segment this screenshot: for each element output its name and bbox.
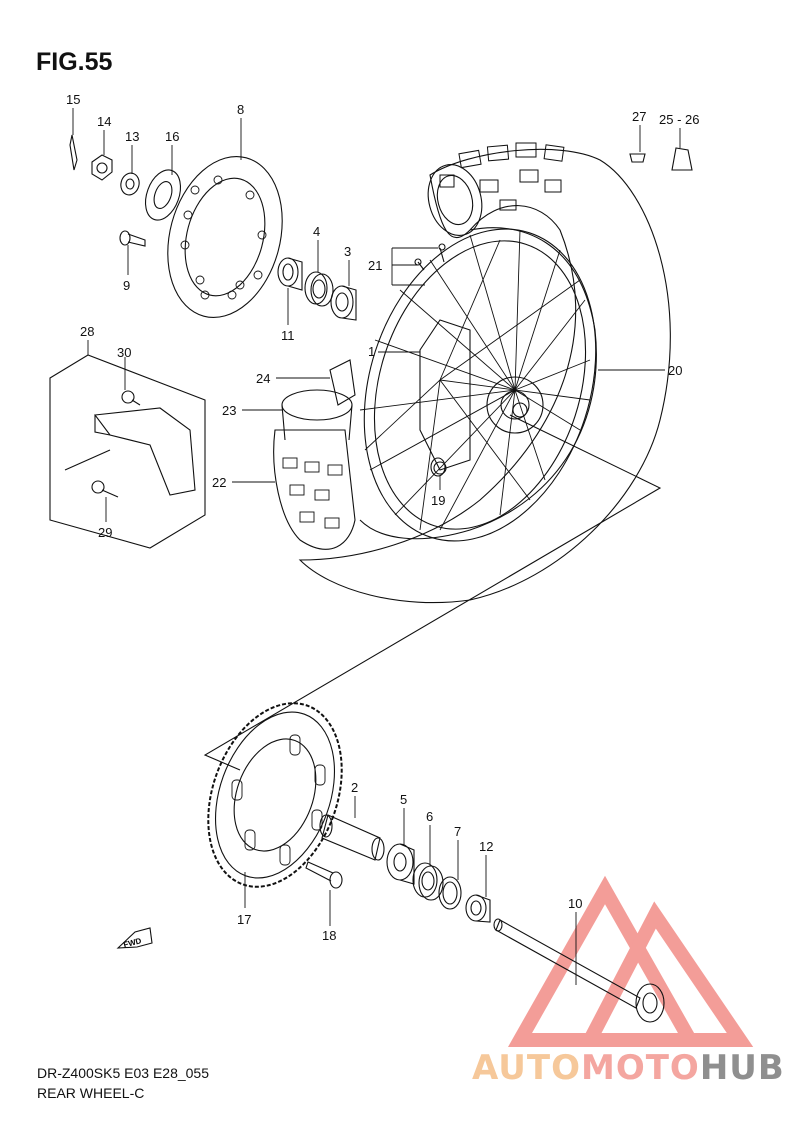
guide-line-29 xyxy=(64,449,111,471)
callout-16: 16 xyxy=(165,129,179,144)
watermark-logo-icon xyxy=(507,875,754,1047)
model-code: DR-Z400SK5 E03 E28_055 xyxy=(37,1065,209,1081)
fwd-arrow-icon xyxy=(116,927,153,949)
wheel-rim xyxy=(359,228,597,542)
explode-guide-line xyxy=(203,414,662,771)
axle-nut xyxy=(91,154,113,181)
tire-valve xyxy=(671,147,693,171)
rear-axle xyxy=(493,918,665,1023)
guard-bolt-upper xyxy=(121,390,141,406)
callout-22: 22 xyxy=(212,475,226,490)
brand-part-hub: HUB xyxy=(699,1048,785,1088)
callout-30: 30 xyxy=(117,345,131,360)
callout-7: 7 xyxy=(454,824,461,839)
watermark-brand: AUTOMOTOHUB xyxy=(472,1048,785,1088)
right-seal xyxy=(412,862,444,901)
leader-lines xyxy=(72,108,681,985)
callout-6: 6 xyxy=(426,809,433,824)
bearing xyxy=(330,285,357,321)
center-spacer xyxy=(319,814,385,861)
washer xyxy=(120,172,140,196)
callout-10: 10 xyxy=(568,896,582,911)
valve-cap xyxy=(629,153,646,163)
spokes xyxy=(359,229,591,531)
callout-23: 23 xyxy=(222,403,236,418)
callout-3: 3 xyxy=(344,244,351,259)
callout-20: 20 xyxy=(668,363,682,378)
oil-seal xyxy=(304,271,334,307)
callout-13: 13 xyxy=(125,129,139,144)
callout-21: 21 xyxy=(368,258,382,273)
callout-19: 19 xyxy=(431,493,445,508)
tire xyxy=(298,142,671,604)
brand-part-auto: AUTO xyxy=(472,1048,581,1088)
callout-8: 8 xyxy=(237,102,244,117)
sprocket-bolt xyxy=(305,861,343,889)
circlip xyxy=(438,876,462,910)
callout-4: 4 xyxy=(313,224,320,239)
cotter-pin xyxy=(69,134,78,171)
callout-25-26: 25 - 26 xyxy=(659,112,699,127)
callout-24: 24 xyxy=(256,371,270,386)
rear-sprocket xyxy=(207,702,343,888)
figure-title: FIG.55 xyxy=(36,48,113,76)
callout-15: 15 xyxy=(66,92,80,107)
section-name: REAR WHEEL-C xyxy=(37,1085,145,1101)
disc-bolt xyxy=(119,230,146,247)
tube-and-rim-band xyxy=(273,359,356,550)
callout-18: 18 xyxy=(322,928,336,943)
callout-29: 29 xyxy=(98,525,112,540)
drum-bracket xyxy=(144,169,182,221)
callout-14: 14 xyxy=(97,114,111,129)
sprocket-guard xyxy=(93,407,196,496)
right-bearing xyxy=(386,843,415,885)
spoke-nipples xyxy=(414,243,446,271)
valve-nut xyxy=(430,457,446,477)
callout-2: 2 xyxy=(351,780,358,795)
callout-5: 5 xyxy=(400,792,407,807)
callout-17: 17 xyxy=(237,912,251,927)
sprocket-guard-box xyxy=(49,354,206,549)
right-spacer xyxy=(465,894,491,923)
callout-27: 27 xyxy=(632,109,646,124)
brake-disc xyxy=(167,155,283,319)
tread-blocks xyxy=(439,142,565,211)
callout-1: 1 xyxy=(368,344,375,359)
callout-28: 28 xyxy=(80,324,94,339)
callout-12: 12 xyxy=(479,839,493,854)
brand-part-moto: MOTO xyxy=(580,1048,700,1088)
callout-11: 11 xyxy=(281,328,295,343)
guard-bolt-lower xyxy=(91,480,119,498)
left-spacer xyxy=(277,257,303,291)
callout-9: 9 xyxy=(123,278,130,293)
